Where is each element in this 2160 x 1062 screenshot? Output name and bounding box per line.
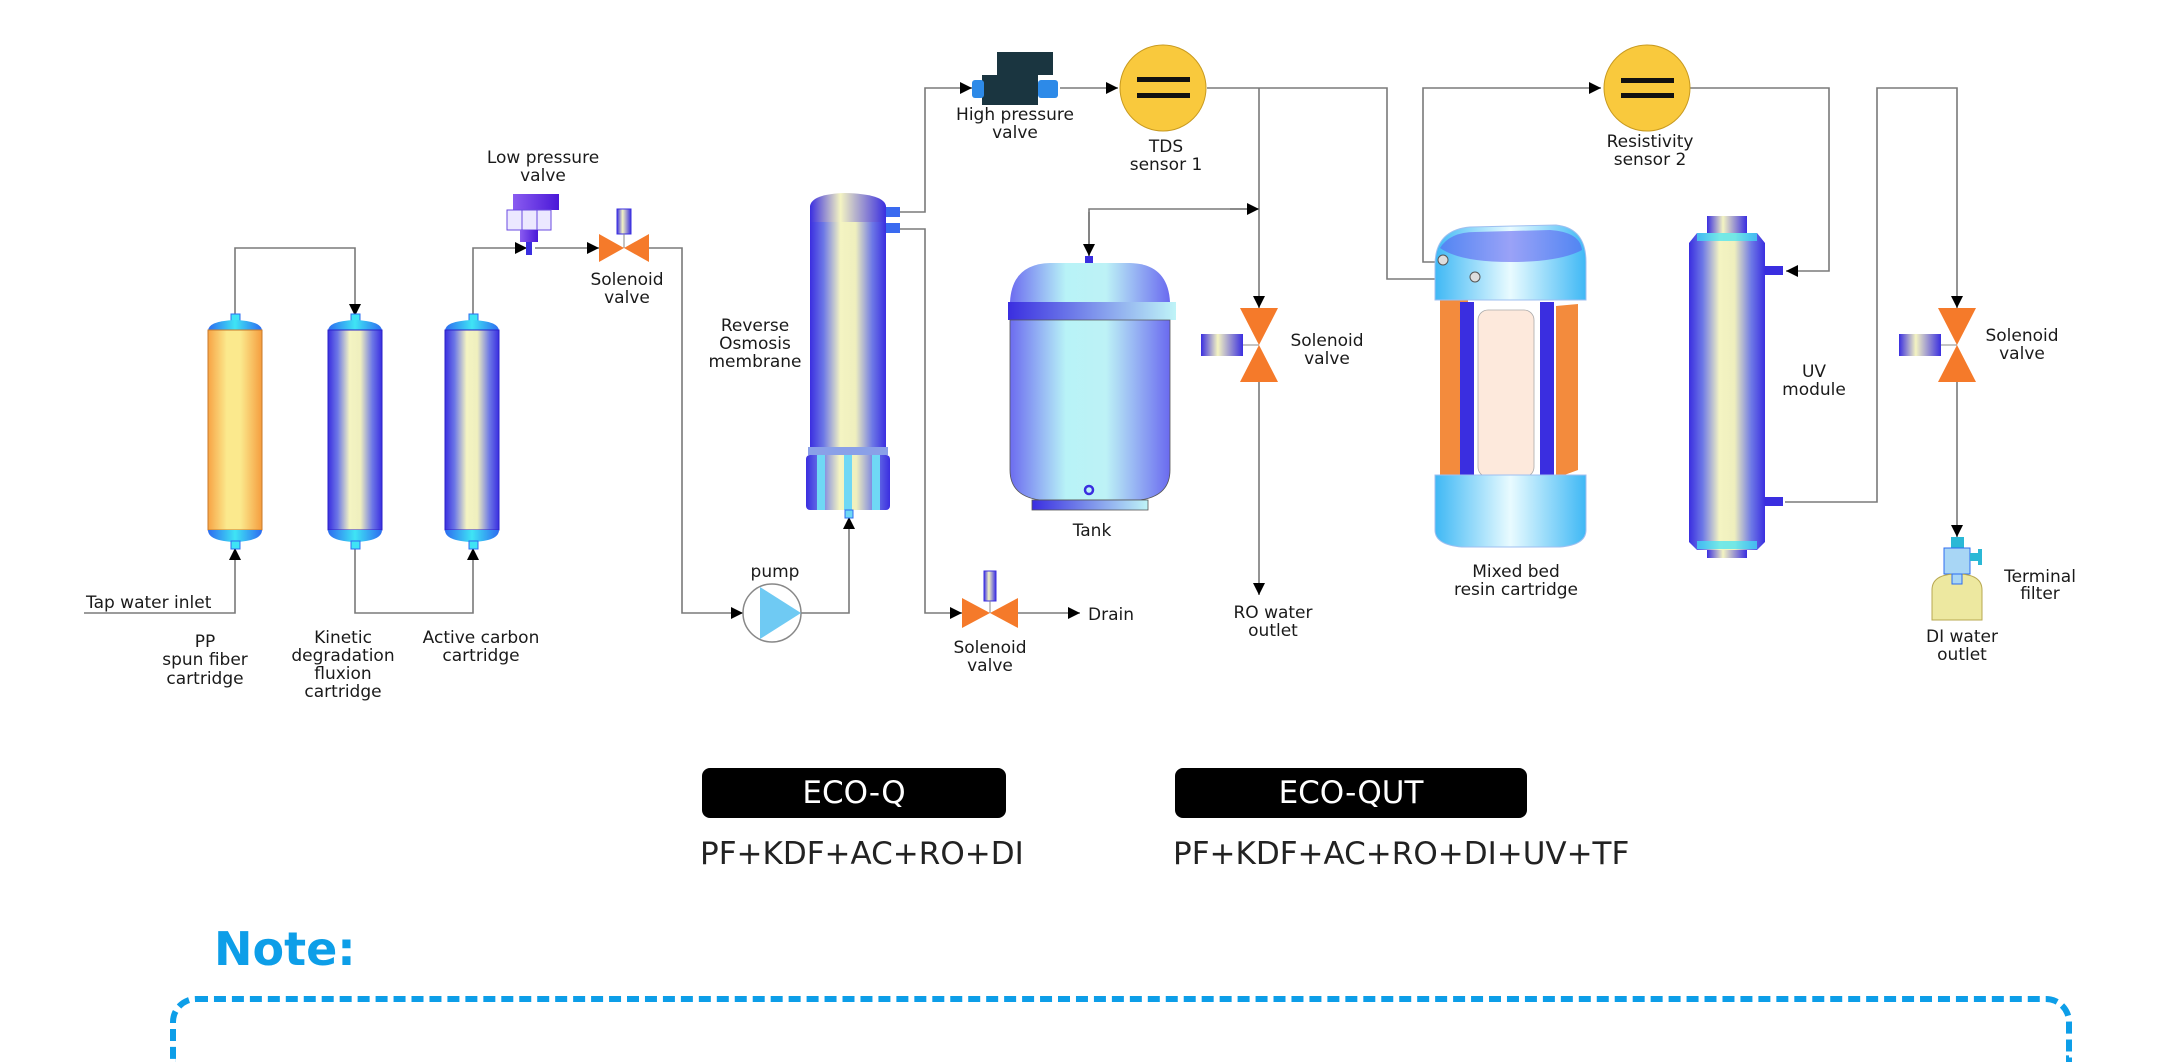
terminal-filter[interactable] <box>1931 537 1983 621</box>
label-tap-water-inlet: Tap water inlet <box>85 593 212 613</box>
label-kdf-2: degradation <box>291 646 394 666</box>
label-kdf-1: Kinetic <box>314 628 372 648</box>
pipe-tds-to-mixed-bed <box>1207 87 1470 285</box>
label-mixed-bed-1: Mixed bed <box>1472 562 1560 582</box>
label-mixed-bed-2: resin cartridge <box>1454 580 1578 600</box>
label-hpv-2: valve <box>992 123 1038 143</box>
drain-solenoid-valve[interactable] <box>962 570 1018 628</box>
model-combo-eco-qut: PF+KDF+AC+RO+DI+UV+TF <box>1173 836 1630 872</box>
model-combo-eco-q: PF+KDF+AC+RO+DI <box>700 836 1024 872</box>
resistivity-sensor-2[interactable] <box>1603 44 1691 132</box>
label-tank: Tank <box>1072 521 1112 541</box>
pipe-pump-to-ro <box>801 517 855 614</box>
label-terminal-filter-1: Terminal <box>2003 567 2076 587</box>
pipe-solenoid-to-pump <box>649 247 743 619</box>
label-pp-2: spun fiber <box>162 650 248 670</box>
pipe-ro-to-drain-valve <box>900 228 962 619</box>
mixed-bed-cartridge[interactable] <box>1434 224 1587 548</box>
label-solenoid-1a: Solenoid <box>590 270 663 290</box>
label-ro-3: membrane <box>708 352 801 372</box>
label-drain-solenoid-2: valve <box>967 656 1013 676</box>
label-ac-2: cartridge <box>442 646 519 666</box>
ro-solenoid-valve[interactable] <box>1201 308 1278 382</box>
ac-cartridge[interactable] <box>444 313 500 550</box>
pipe-mixed-bed-to-resistivity <box>1422 82 1601 263</box>
label-di-outlet-1: DI water <box>1926 627 1998 647</box>
tds-sensor-1[interactable] <box>1119 44 1207 132</box>
label-pp-3: cartridge <box>166 669 243 689</box>
label-tds-1: TDS <box>1148 137 1183 157</box>
label-uv-2: module <box>1782 380 1846 400</box>
label-kdf-4: cartridge <box>304 682 381 702</box>
kdf-cartridge[interactable] <box>327 313 383 550</box>
labels: Tap water inlet PP spun fiber cartridge … <box>85 105 2076 702</box>
label-solenoid-1b: valve <box>604 288 650 308</box>
label-ro-solenoid-1: Solenoid <box>1290 331 1363 351</box>
water-purification-flow-diagram: Tap water inlet PP spun fiber cartridge … <box>84 44 2076 702</box>
label-hpv-1: High pressure <box>956 105 1074 125</box>
pipe-ro-to-hpv <box>900 82 972 213</box>
uv-module[interactable] <box>1689 216 1783 558</box>
label-pp-1: PP <box>195 632 216 652</box>
ro-membrane[interactable] <box>806 193 900 519</box>
note-box-border <box>170 996 2072 1062</box>
label-ac-1: Active carbon <box>423 628 540 648</box>
note-title: Note: <box>214 922 356 976</box>
label-ro-2: Osmosis <box>719 334 791 354</box>
label-ro-solenoid-2: valve <box>1304 349 1350 369</box>
label-tds-2: sensor 1 <box>1130 155 1203 175</box>
model-badge-eco-qut: ECO-QUT <box>1175 768 1527 818</box>
label-lpv-2: valve <box>520 166 566 186</box>
label-ro-outlet-1: RO water <box>1233 603 1312 623</box>
high-pressure-valve[interactable] <box>972 52 1058 105</box>
pp-cartridge[interactable] <box>207 313 263 550</box>
model-badge-eco-q: ECO-Q <box>702 768 1006 818</box>
pipe-tap-to-pp <box>84 548 241 614</box>
pipe-resistivity-to-uv <box>1690 87 1830 277</box>
di-solenoid-valve[interactable] <box>1899 308 1976 382</box>
pipe-tank-link <box>1088 208 1259 256</box>
label-kdf-3: fluxion <box>314 664 371 684</box>
pipe-kdf-to-ac <box>354 548 479 614</box>
label-drain-solenoid-1: Solenoid <box>953 638 1026 658</box>
label-di-solenoid-1: Solenoid <box>1985 326 2058 346</box>
tank[interactable] <box>1008 256 1176 511</box>
pipe-ac-to-lpv <box>472 242 527 318</box>
label-lpv-1: Low pressure <box>487 148 599 168</box>
label-di-solenoid-2: valve <box>1999 344 2045 364</box>
pipes <box>84 82 1963 619</box>
pump[interactable] <box>742 583 802 643</box>
label-drain: Drain <box>1088 605 1134 625</box>
label-ro-outlet-2: outlet <box>1248 621 1298 641</box>
pipe-pp-to-kdf <box>234 247 361 318</box>
label-uv-1: UV <box>1802 362 1826 382</box>
label-resistivity-2: sensor 2 <box>1614 150 1687 170</box>
label-di-outlet-2: outlet <box>1937 645 1987 665</box>
label-resistivity-1: Resistivity <box>1607 132 1694 152</box>
pipe-uv-to-di-solenoid <box>1785 87 1963 503</box>
label-ro-1: Reverse <box>721 316 789 336</box>
label-pump: pump <box>751 562 800 582</box>
low-pressure-valve[interactable] <box>506 194 559 255</box>
solenoid-valve-1[interactable] <box>599 208 649 262</box>
label-terminal-filter-2: filter <box>2020 584 2060 604</box>
